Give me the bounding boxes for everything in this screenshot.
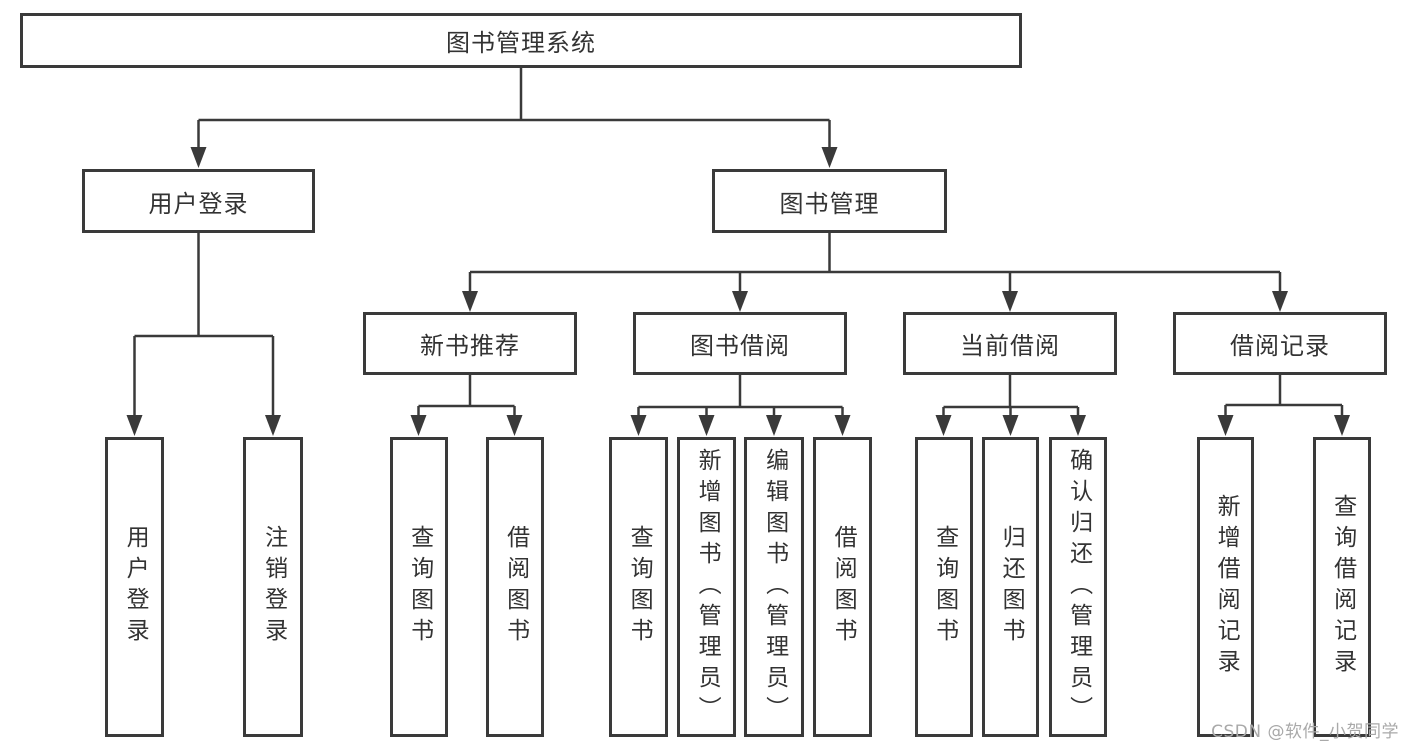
node-new-book-recommend: 新书推荐 (363, 312, 577, 375)
leaf-query-borrow-record-label: 查询借阅记录 (1329, 494, 1356, 680)
node-borrow-record-label: 借阅记录 (1230, 332, 1330, 360)
node-root: 图书管理系统 (20, 13, 1022, 68)
leaf-borrow-books-label: 借阅图书 (830, 525, 857, 649)
leaf-add-borrow-record: 新增借阅记录 (1197, 437, 1254, 737)
node-user-login-label: 用户登录 (148, 189, 249, 218)
leaf-borrow-books-recommend: 借阅图书 (486, 437, 544, 737)
leaf-borrow-books: 借阅图书 (813, 437, 872, 737)
node-book-borrow-label: 图书借阅 (690, 332, 790, 360)
node-book-borrow: 图书借阅 (633, 312, 847, 375)
leaf-logout-label: 注销登录 (260, 525, 287, 649)
leaf-user-login: 用户登录 (105, 437, 164, 737)
leaf-confirm-return-admin-label: 确认归还（管理员） (1065, 447, 1092, 727)
leaf-query-books-borrow-label: 查询图书 (626, 525, 653, 649)
leaf-query-books-borrow: 查询图书 (609, 437, 668, 737)
node-current-borrow-label: 当前借阅 (960, 332, 1060, 360)
node-root-label: 图书管理系统 (446, 29, 596, 57)
leaf-query-books-current: 查询图书 (915, 437, 973, 737)
leaf-edit-books-admin-label: 编辑图书（管理员） (761, 447, 788, 727)
leaf-query-books-current-label: 查询图书 (931, 525, 958, 649)
node-new-book-recommend-label: 新书推荐 (420, 332, 520, 360)
leaf-logout: 注销登录 (243, 437, 303, 737)
node-borrow-record: 借阅记录 (1173, 312, 1387, 375)
leaf-borrow-books-recommend-label: 借阅图书 (502, 525, 529, 649)
node-book-management: 图书管理 (712, 169, 947, 233)
node-current-borrow: 当前借阅 (903, 312, 1117, 375)
leaf-edit-books-admin: 编辑图书（管理员） (744, 437, 804, 737)
leaf-return-books-label: 归还图书 (998, 525, 1025, 649)
leaf-add-books-admin: 新增图书（管理员） (677, 437, 736, 737)
leaf-confirm-return-admin: 确认归还（管理员） (1049, 437, 1107, 737)
leaf-query-books-recommend: 查询图书 (390, 437, 448, 737)
leaf-user-login-label: 用户登录 (122, 525, 149, 649)
leaf-add-books-admin-label: 新增图书（管理员） (694, 447, 721, 727)
leaf-return-books: 归还图书 (982, 437, 1039, 737)
leaf-query-books-recommend-label: 查询图书 (406, 525, 433, 649)
node-user-login: 用户登录 (82, 169, 315, 233)
leaf-add-borrow-record-label: 新增借阅记录 (1213, 494, 1240, 680)
csdn-watermark: CSDN @软件_小贺同学 (1211, 722, 1399, 742)
leaf-query-borrow-record: 查询借阅记录 (1313, 437, 1371, 737)
node-book-management-label: 图书管理 (779, 189, 880, 218)
